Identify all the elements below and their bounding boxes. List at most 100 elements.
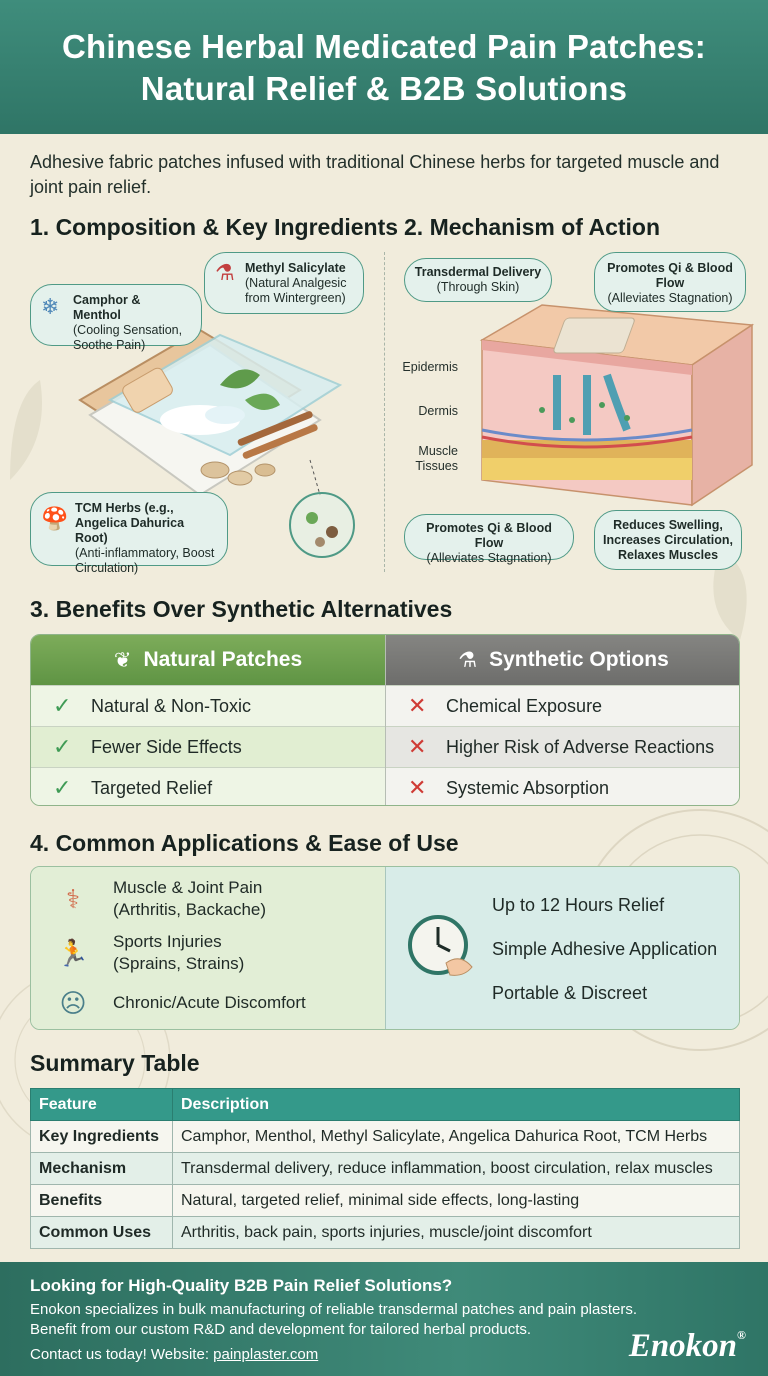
ease-item: Up to 12 Hours Relief: [492, 895, 665, 915]
qi-top-name: Promotes Qi & Blood Flow: [607, 261, 733, 290]
synthetic-item-label: Higher Risk of Adverse Reactions: [446, 736, 715, 757]
ease-list: Up to 12 Hours Relief Simple Adhesive Ap…: [385, 867, 739, 1029]
website-link[interactable]: painplaster.com: [213, 1346, 319, 1363]
summary-feature: Mechanism: [30, 1152, 173, 1185]
tcm-callout: 🍄 TCM Herbs (e.g., Angelica Dahurica Roo…: [30, 492, 228, 575]
use-item: ⚕ Muscle & Joint Pain (Arthritis, Backach…: [51, 877, 266, 921]
transdermal-desc: (Through Skin): [436, 280, 520, 294]
use-item: 🏃 Sports Injuries (Sprains, Strains): [51, 931, 245, 975]
qi-bottom-name: Promotes Qi & Blood Flow: [426, 521, 552, 550]
synthetic-item: ✕Chemical Exposure: [386, 685, 739, 726]
camphor-callout: ❄ Camphor & Menthol (Cooling Sensation, …: [30, 284, 202, 352]
tcm-name: TCM Herbs (e.g., Angelica Dahurica Root): [75, 501, 185, 545]
knee-icon: ⚕: [65, 884, 81, 914]
summary-header-row: Feature Description: [30, 1088, 740, 1121]
summary-feature: Benefits: [30, 1184, 173, 1217]
synthetic-item: ✕ Systemic Absorption: [386, 767, 739, 805]
transdermal-callout: Transdermal Delivery (Through Skin): [404, 258, 552, 302]
use-label: Chronic/Acute Discomfort: [113, 993, 306, 1012]
summary-header-cell: Description: [172, 1088, 740, 1121]
summary-header-cell: Feature: [30, 1088, 173, 1121]
use-item: ☹ Chronic/Acute Discomfort: [51, 981, 306, 1025]
natural-item-label: Fewer Side Effects: [91, 736, 242, 757]
mushroom-icon: 🍄: [41, 506, 69, 531]
cross-icon: ✕: [408, 775, 427, 800]
tcm-desc: (Anti-inflammatory, Boost Circulation): [75, 546, 215, 575]
bottle-icon: ⚗: [458, 648, 478, 672]
use-label: Muscle & Joint Pain: [113, 878, 263, 897]
salicylate-callout: ⚗ Methyl Salicylate (Natural Analgesic f…: [204, 252, 364, 314]
natural-item: ✓ Natural & Non-Toxic: [31, 685, 385, 726]
footer-banner: Looking for High-Quality B2B Pain Relief…: [0, 1262, 768, 1376]
cross-icon: ✕: [408, 734, 427, 759]
synthetic-header: ⚗ Synthetic Options: [386, 635, 739, 685]
registered-mark: ®: [737, 1328, 746, 1342]
footer-text: Enokon specializes in bulk manufacturing…: [30, 1300, 730, 1340]
salicylate-name: Methyl Salicylate: [245, 261, 346, 275]
headache-icon: ☹: [59, 988, 87, 1018]
camphor-name: Camphor & Menthol: [73, 293, 141, 322]
composition-title: 1. Composition & Key Ingredients: [30, 214, 399, 240]
synthetic-column: ⚗ Synthetic Options ✕Chemical Exposure ✕…: [385, 635, 739, 805]
uses-list: ⚕ Muscle & Joint Pain (Arthritis, Backach…: [31, 867, 385, 1029]
summary-description: Arthritis, back pain, sports injuries, m…: [172, 1216, 740, 1249]
header-banner: Chinese Herbal Medicated Pain Patches: N…: [0, 0, 768, 134]
qi-top-desc: (Alleviates Stagnation): [607, 291, 733, 305]
synthetic-header-label: Synthetic Options: [489, 648, 669, 671]
natural-item-label: Natural & Non-Toxic: [91, 695, 252, 716]
use-detail: (Arthritis, Backache): [113, 900, 267, 919]
summary-description: Transdermal delivery, reduce inflammatio…: [172, 1152, 740, 1185]
natural-item: ✓ Targeted Relief: [31, 767, 385, 805]
layer-muscle: Muscle Tissues: [415, 444, 458, 473]
check-icon: ✓: [53, 775, 72, 800]
brand-logo: Enokon®: [629, 1328, 746, 1365]
transdermal-name: Transdermal Delivery: [414, 265, 542, 279]
footer-line-1: Enokon specializes in bulk manufacturing…: [30, 1301, 638, 1318]
summary-description: Natural, targeted relief, minimal side e…: [172, 1184, 740, 1217]
ease-item: Portable & Discreet: [492, 983, 648, 1003]
use-label: Sports Injuries: [113, 932, 222, 951]
layer-epidermis: Epidermis: [402, 360, 458, 374]
intro-text: Adhesive fabric patches infused with tra…: [30, 152, 720, 197]
footer-contact: Contact us today! Website: painplaster.c…: [30, 1346, 318, 1363]
synthetic-item-label: Systemic Absorption: [446, 777, 610, 798]
qi-bottom-desc: (Alleviates Stagnation): [426, 551, 552, 565]
table-row: Key Ingredients Camphor, Menthol, Methyl…: [30, 1120, 740, 1153]
table-row: Mechanism Transdermal delivery, reduce i…: [30, 1152, 740, 1185]
footer-line-2: Benefit from our custom R&D and developm…: [30, 1321, 532, 1338]
synthetic-item: ✕ Higher Risk of Adverse Reactions: [386, 726, 739, 767]
swelling-callout: Reduces Swelling, Increases Circulation,…: [594, 510, 742, 570]
brand-name: Enokon: [628, 1328, 738, 1364]
applications-title: 4. Common Applications & Ease of Use: [30, 830, 459, 856]
natural-column: ❦ Natural Patches ✓ Natural & Non-Toxic ✓…: [31, 635, 385, 805]
qi-callout-bottom: Promotes Qi & Blood Flow (Alleviates Sta…: [404, 514, 574, 565]
leaf-icon: ❦: [113, 648, 132, 672]
snowflake-icon: ❄: [41, 294, 60, 319]
use-detail: (Sprains, Strains): [113, 954, 245, 973]
page-title: Chinese Herbal Medicated Pain Patches: N…: [0, 0, 768, 110]
qi-callout-top: Promotes Qi & Blood Flow (Alleviates Sta…: [594, 252, 746, 312]
cross-icon: ✕: [408, 693, 427, 718]
table-row: Benefits Natural, targeted relief, minim…: [30, 1184, 740, 1217]
natural-header-label: Natural Patches: [143, 648, 303, 671]
camphor-desc: (Cooling Sensation, Soothe Pain): [73, 323, 183, 352]
flask-icon: ⚗: [215, 260, 235, 285]
benefits-title: 3. Benefits Over Synthetic Alternatives: [30, 596, 453, 622]
summary-feature: Key Ingredients: [30, 1120, 173, 1153]
layer-dermis: Dermis: [418, 404, 458, 418]
title-line-1: Chinese Herbal Medicated Pain Patches:: [62, 28, 706, 65]
natural-item-label: Targeted Relief: [91, 777, 213, 798]
section-divider: [384, 252, 385, 572]
summary-title: Summary Table: [30, 1050, 200, 1076]
table-row: Common Uses Arthritis, back pain, sports…: [30, 1216, 740, 1249]
applications-panel: ⚕ Muscle & Joint Pain (Arthritis, Backach…: [30, 866, 740, 1030]
natural-header: ❦ Natural Patches: [31, 635, 385, 685]
check-icon: ✓: [53, 693, 72, 718]
ease-item: Simple Adhesive Application: [492, 939, 718, 959]
runner-icon: 🏃: [56, 938, 90, 968]
clock-hand-icon: [408, 915, 473, 976]
summary-feature: Common Uses: [30, 1216, 173, 1249]
mechanism-title: 2. Mechanism of Action: [404, 214, 661, 240]
swelling-name: Reduces Swelling, Increases Circulation,…: [603, 518, 733, 562]
summary-table: Feature Description Key Ingredients Camp…: [30, 1088, 740, 1249]
